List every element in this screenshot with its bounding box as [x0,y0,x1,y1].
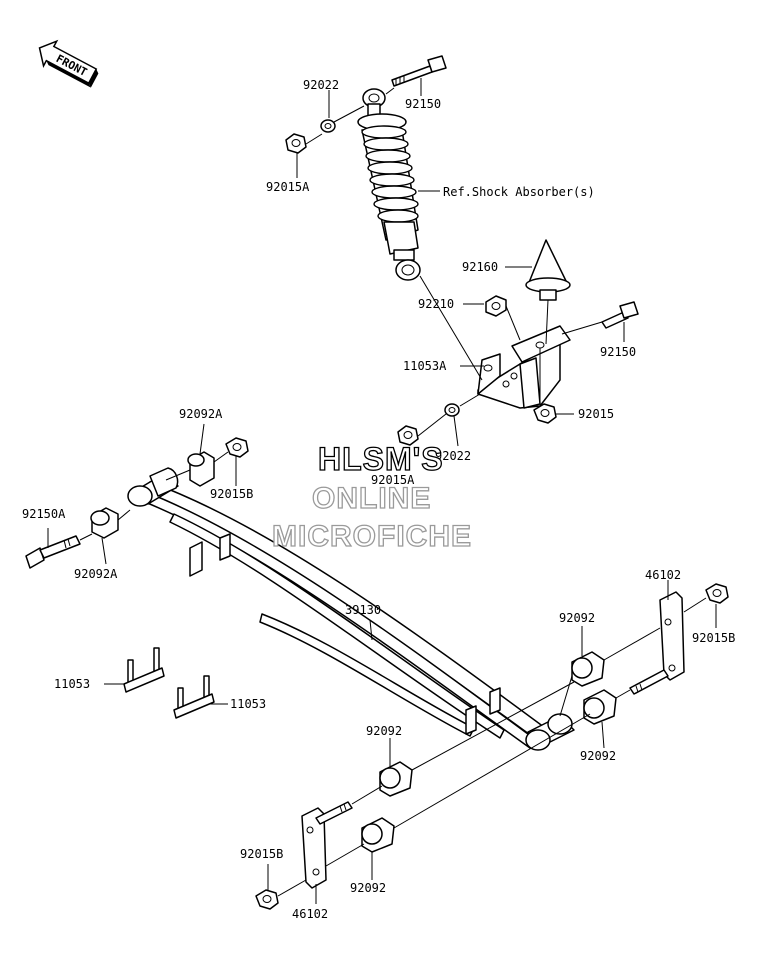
callout-92015B-bot: 92015B [240,847,283,861]
nut-92015B-left [225,437,249,458]
callout-46102-right: 46102 [645,568,681,582]
bolt-92150-top [391,55,447,87]
nut-92015A-top [285,133,307,154]
bushing-92092-mid [379,761,413,797]
callout-92022-mid: 92022 [435,449,471,463]
watermark-line2: ONLINE [312,482,431,515]
watermark-line3: MICROFICHE [272,520,472,553]
callout-39130: 39130 [345,603,381,617]
bushing-92092A-top [187,451,215,487]
callout-92160: 92160 [462,260,498,274]
callout-92092A-bot: 92092A [74,567,118,581]
callout-92150-top: 92150 [405,97,441,111]
callout-92092-bot: 92092 [350,881,386,895]
bushing-92092-r1 [571,651,605,687]
callout-92092-r2: 92092 [580,749,616,763]
watermark: HLSM'S ONLINE MICROFICHE [271,440,472,553]
callout-46102-bot: 46102 [292,907,328,921]
front-arrow-icon: FRONT [38,39,99,88]
bump-stop-92160 [525,239,571,301]
callout-92092-mid: 92092 [366,724,402,738]
bolt-92150-mid [601,301,639,329]
bracket-assembly [477,325,571,409]
callout-92092A-top: 92092A [179,407,223,421]
leaf-spring-39130 [127,467,575,751]
watermark-line1: HLSM'S [318,441,444,477]
u-bolt-11053-a [123,647,165,693]
callout-92015B-left: 92015B [210,487,253,501]
leader-lines [47,78,717,904]
nut-92015A-mid [397,425,419,446]
callout-92015: 92015 [578,407,614,421]
washer-92022-top [320,119,336,133]
callout-92015A-mid: 92015A [371,473,415,487]
nut-92015 [533,403,557,424]
bolt-shackle-right [629,669,669,695]
bolt-shackle-bot [315,801,353,825]
u-bolt-11053-b [173,675,215,719]
bushing-92092-bot [361,817,395,853]
callout-11053-a: 11053 [54,677,90,691]
bushing-92092-r2 [583,689,617,725]
callout-92150A: 92150A [22,507,66,521]
callout-92092-r1: 92092 [559,611,595,625]
shock-absorber [357,88,421,281]
callout-92210: 92210 [418,297,454,311]
shackle-46102-right [659,591,685,681]
callout-92015B-right: 92015B [692,631,735,645]
callout-ref-shock: Ref.Shock Absorber(s) [443,185,595,199]
callout-92150-mid: 92150 [600,345,636,359]
callout-11053-b: 11053 [230,697,266,711]
callout-11053A: 11053A [403,359,447,373]
nut-92015B-bot [255,889,279,910]
washer-92022-mid [444,403,460,417]
nut-92015B-right [705,583,729,604]
bolt-92150A [25,535,81,569]
callout-92015A-top: 92015A [266,180,310,194]
callout-92022-top: 92022 [303,78,339,92]
nut-92210 [485,295,507,317]
bushing-92092A-bot [90,507,119,539]
